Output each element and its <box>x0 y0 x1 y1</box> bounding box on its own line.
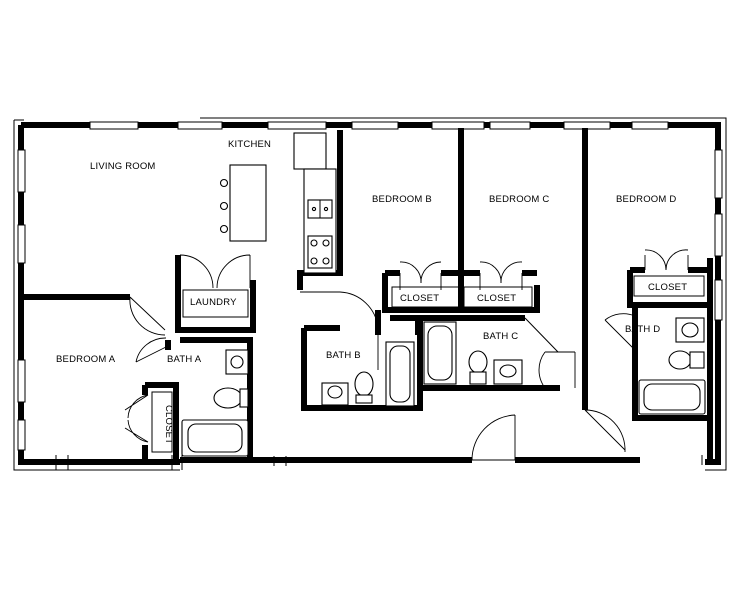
label-bath-d: BATH D <box>625 324 660 335</box>
refrigerator <box>293 132 327 170</box>
bath-b-toilet <box>354 371 374 397</box>
label-living-room: LIVING ROOM <box>90 161 156 172</box>
label-bedroom-a: BEDROOM A <box>56 354 116 365</box>
doors <box>124 249 689 461</box>
windows <box>17 121 723 451</box>
fixtures <box>181 132 706 457</box>
kitchen-island <box>229 164 267 242</box>
label-bath-a: BATH A <box>167 354 202 365</box>
closet-boxes <box>151 275 705 453</box>
bath-d-toilet <box>668 350 692 370</box>
interior-walls <box>24 128 713 460</box>
label-closet-c: CLOSET <box>477 293 516 304</box>
bath-c-toilet <box>468 350 488 374</box>
label-bedroom-b: BEDROOM B <box>372 194 432 205</box>
label-bedroom-c: BEDROOM C <box>489 194 549 205</box>
label-laundry: LAUNDRY <box>190 297 237 308</box>
label-bath-c: BATH C <box>483 331 518 342</box>
room-labels: LIVING ROOM KITCHEN LAUNDRY BEDROOM A BA… <box>56 139 687 444</box>
bath-a-toilet <box>213 387 243 409</box>
label-bath-b: BATH B <box>326 350 361 361</box>
label-closet-b: CLOSET <box>400 293 439 304</box>
label-bedroom-d: BEDROOM D <box>616 194 676 205</box>
label-closet-a: CLOSET <box>163 405 174 444</box>
label-kitchen: KITCHEN <box>228 139 271 150</box>
label-closet-d: CLOSET <box>648 282 687 293</box>
